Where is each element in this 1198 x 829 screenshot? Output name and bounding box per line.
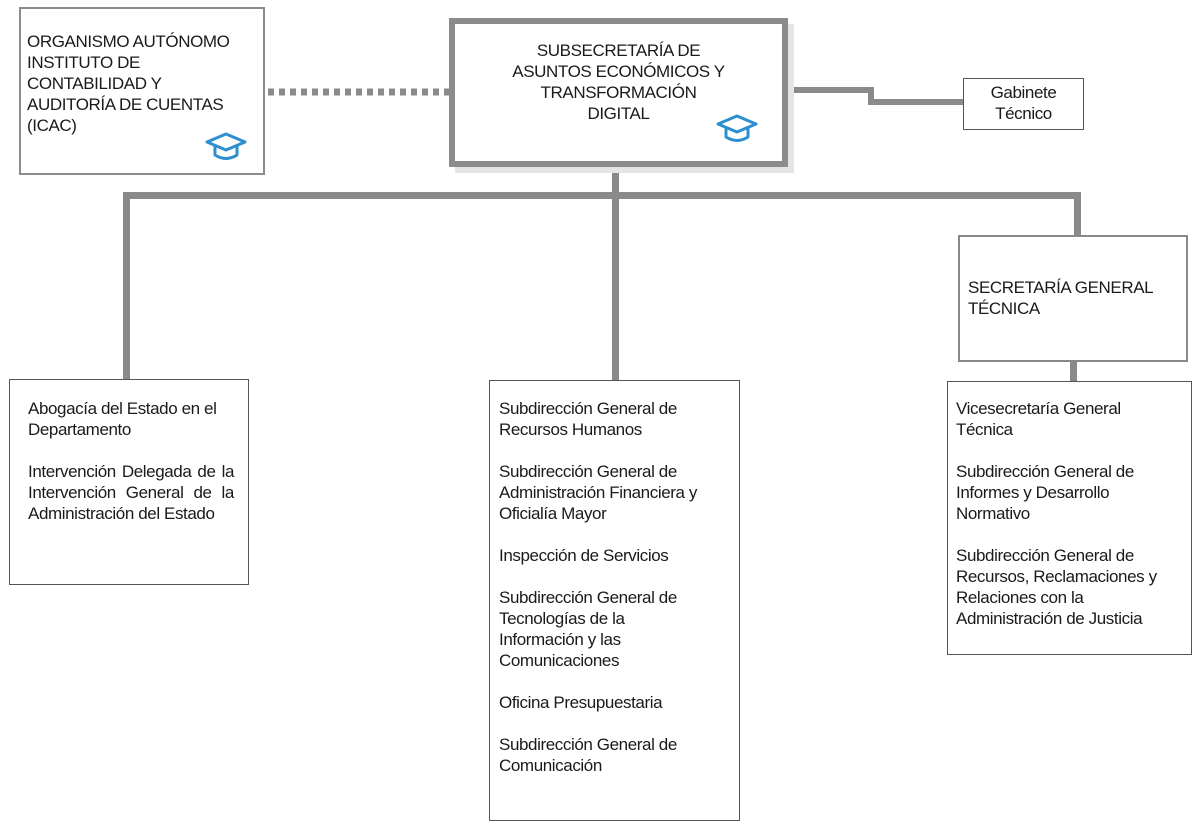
list-item: Vicesecretaría General Técnica — [956, 399, 1121, 439]
list-item: Intervención Delegada de la Intervención… — [28, 462, 234, 523]
connector-gabinete-c — [868, 99, 964, 105]
right-units-box: Vicesecretaría General Técnica Subdirecc… — [947, 381, 1192, 655]
secretaria-general-tecnica-title: SECRETARÍA GENERAL TÉCNICA — [968, 278, 1154, 318]
list-item: Inspección de Servicios — [499, 546, 669, 565]
dotted-connector-icac — [268, 88, 454, 96]
list-item: Subdirección General de Recursos Humanos — [499, 399, 677, 439]
graduation-cap-icon — [716, 114, 758, 142]
icac-box: ORGANISMO AUTÓNOMO INSTITUTO DE CONTABIL… — [19, 7, 265, 175]
gabinete-tecnico-title: Gabinete Técnico — [990, 83, 1057, 123]
list-item: Oficina Presupuestaria — [499, 693, 663, 712]
list-item: Subdirección General de Comunicación — [499, 735, 677, 775]
list-item: Subdirección General de Recursos, Reclam… — [956, 546, 1157, 628]
left-units-list: Abogacía del Estado en el Departamento I… — [28, 398, 234, 524]
left-units-box: Abogacía del Estado en el Departamento I… — [9, 379, 249, 585]
subsecretaria-title: SUBSECRETARÍA DE ASUNTOS ECONÓMICOS Y TR… — [512, 41, 725, 123]
connector-bar-to-center — [612, 192, 619, 380]
subsecretaria-box: SUBSECRETARÍA DE ASUNTOS ECONÓMICOS Y TR… — [449, 18, 788, 167]
list-item: Subdirección General de Administración F… — [499, 462, 698, 523]
connector-bar-to-left — [123, 192, 130, 380]
connector-bar-to-secretaria — [1074, 192, 1081, 236]
center-units-box: Subdirección General de Recursos Humanos… — [489, 380, 740, 821]
list-item: Subdirección General de Informes y Desar… — [956, 462, 1134, 523]
connector-secretaria-to-right — [1070, 360, 1077, 382]
right-units-list: Vicesecretaría General Técnica Subdirecc… — [956, 398, 1190, 629]
connector-top-to-bar — [612, 166, 619, 196]
gabinete-tecnico-box: Gabinete Técnico — [963, 78, 1084, 130]
graduation-cap-icon — [205, 132, 247, 160]
connector-gabinete-a — [786, 87, 874, 93]
list-item: Abogacía del Estado en el Departamento — [28, 399, 217, 439]
horizontal-bar — [123, 192, 1081, 199]
connector-gabinete-b — [868, 87, 874, 104]
icac-title: ORGANISMO AUTÓNOMO INSTITUTO DE CONTABIL… — [27, 32, 230, 135]
center-units-list: Subdirección General de Recursos Humanos… — [499, 398, 735, 776]
secretaria-general-tecnica-box: SECRETARÍA GENERAL TÉCNICA — [958, 235, 1188, 362]
list-item: Subdirección General de Tecnologías de l… — [499, 588, 677, 670]
